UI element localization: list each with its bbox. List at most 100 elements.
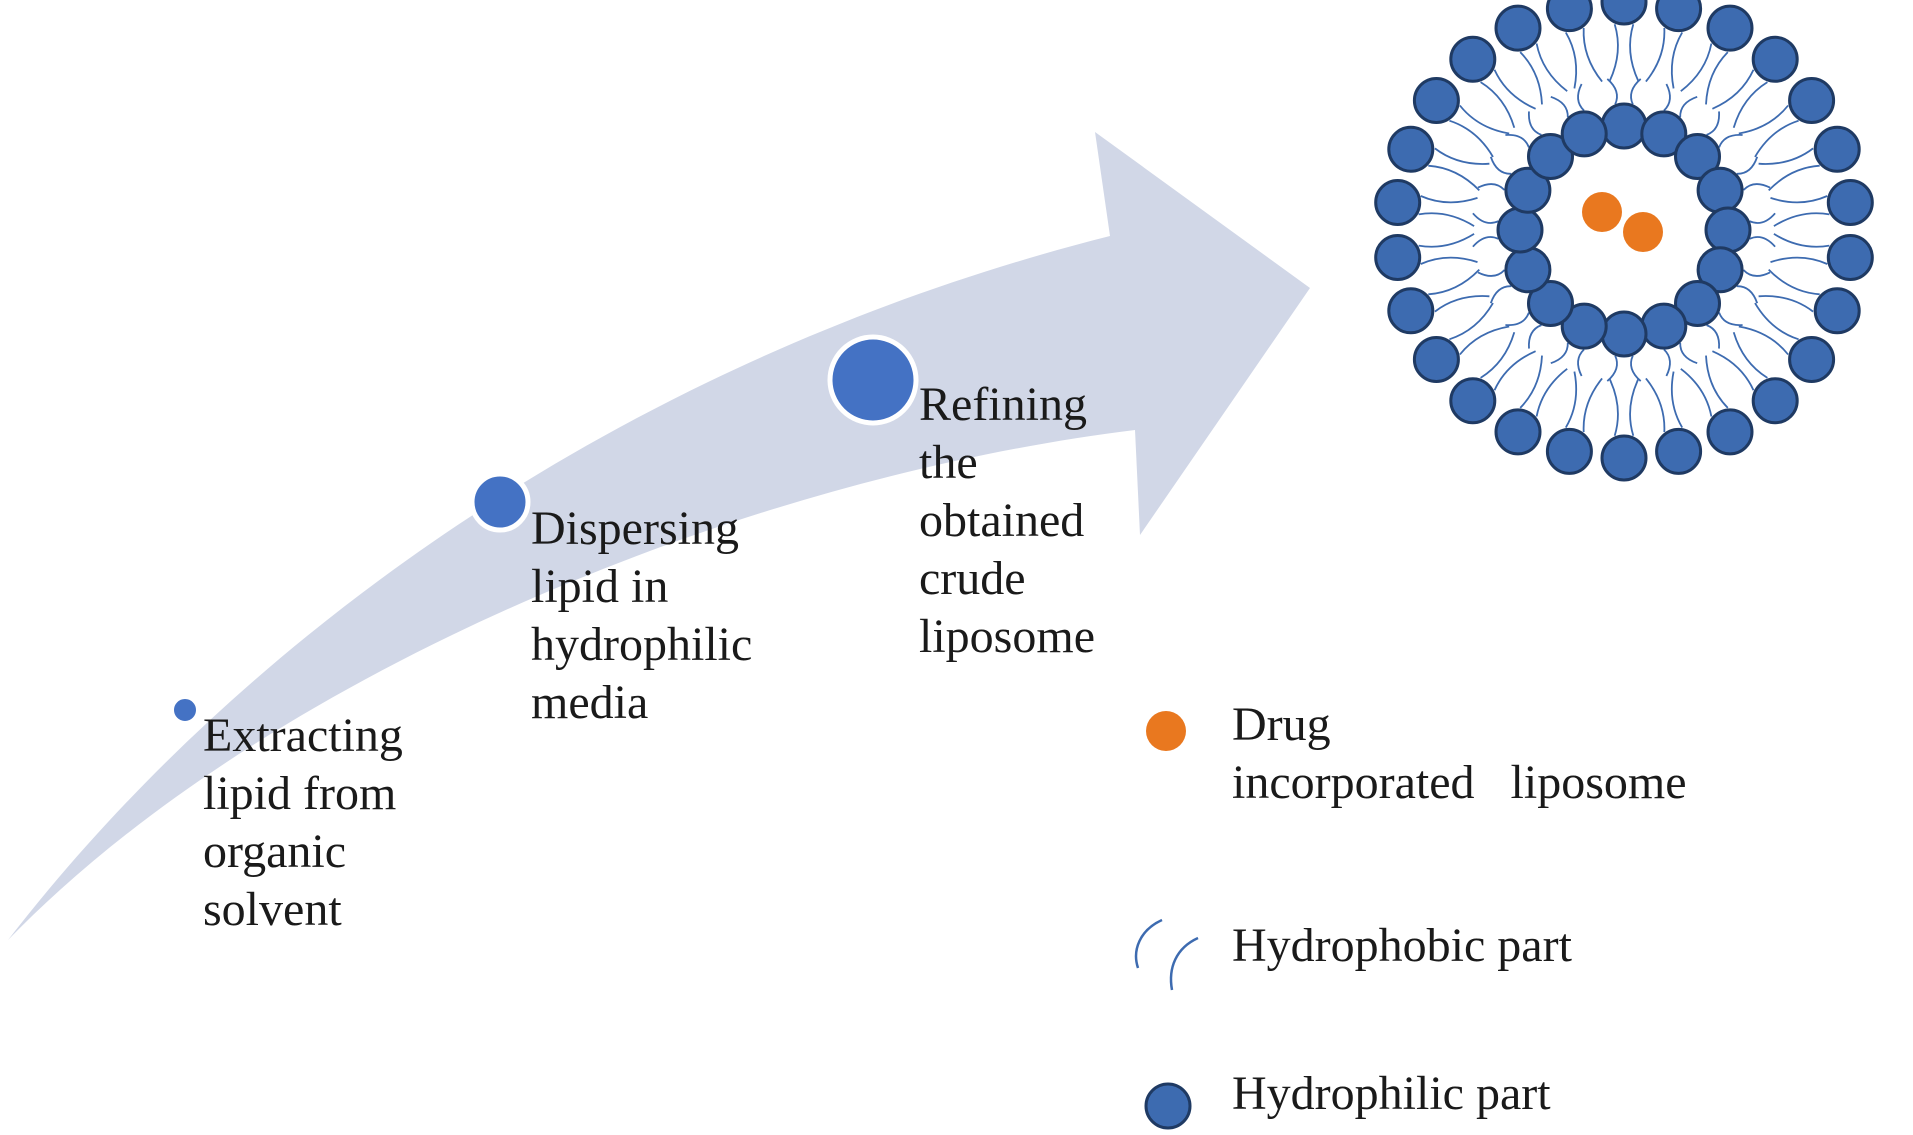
hydrophobic-tail-icon <box>1134 918 1199 991</box>
hydrophilic-head <box>1560 302 1608 350</box>
hydrophobic-tail <box>1535 368 1568 417</box>
hydrophobic-tail <box>1472 236 1499 248</box>
hydrophobic-tail <box>1582 27 1603 83</box>
hydrophilic-head <box>1751 35 1799 83</box>
hydrophobic-tail <box>1705 355 1729 409</box>
hydrophobic-tail <box>1670 31 1683 89</box>
hydrophobic-tail <box>1768 164 1820 192</box>
step-2-dot <box>469 471 531 533</box>
hydrophilic-head <box>1545 0 1593 33</box>
hydrophilic-head <box>1706 4 1754 52</box>
hydrophobic-tail <box>1736 156 1759 175</box>
step-1-label: Extracting lipid from organic solvent <box>203 709 403 936</box>
drug-molecule <box>1623 212 1663 252</box>
hydrophilic-legend-label: Hydrophilic part <box>1232 1067 1551 1120</box>
hydrophobic-tail <box>1582 377 1603 433</box>
hydrophobic-tail <box>1418 233 1475 248</box>
hydrophobic-tail <box>1706 111 1720 136</box>
hydrophobic-tail <box>1680 43 1713 92</box>
hydrophobic-tail <box>1680 368 1713 417</box>
hydrophobic-tail <box>1550 95 1569 118</box>
hydrophobic-tail <box>1489 285 1512 304</box>
hydrophilic-head <box>1696 166 1744 214</box>
hydrophobic-tail <box>1679 95 1698 118</box>
hydrophobic-tail <box>1528 324 1542 349</box>
hydrophobic-tail <box>1630 355 1642 382</box>
hydrophobic-tail <box>1535 43 1568 92</box>
hydrophobic-tail <box>1773 212 1830 227</box>
hydrophobic-tail <box>1718 134 1743 148</box>
hydrophilic-head <box>1655 0 1703 33</box>
hydrophobic-tail <box>1477 183 1506 191</box>
hydrophobic-tail <box>1505 312 1530 326</box>
hydrophobic-tail <box>1630 78 1642 105</box>
hydrophobic-tail <box>1608 23 1619 82</box>
hydrophobic-tail <box>1738 104 1789 135</box>
hydrophobic-tail <box>1434 147 1490 165</box>
hydrophobic-tail <box>1742 269 1771 277</box>
hydrophobic-tails <box>1418 23 1830 437</box>
hydrophilic-head <box>1706 408 1754 456</box>
hydrophobic-tail <box>1663 83 1671 112</box>
hydrophobic-tail <box>1472 212 1499 224</box>
hydrophobic-tail <box>1758 147 1814 165</box>
hydrophobic-tail <box>1718 312 1743 326</box>
hydrophobic-tail <box>1489 156 1512 175</box>
hydrophobic-tail <box>1459 104 1510 135</box>
hydrophilic-head <box>1504 246 1552 294</box>
hydrophobic-tail <box>1749 212 1776 224</box>
hydrophilic-head <box>1545 427 1593 475</box>
hydrophilic-head <box>1449 377 1497 425</box>
drug-molecule <box>1582 192 1622 232</box>
hydrophobic-tail <box>1418 212 1475 227</box>
hydrophilic-head <box>1412 336 1460 383</box>
hydrophobic-tail <box>1705 51 1729 105</box>
hydrophilic-head <box>1527 280 1574 327</box>
hydrophobic-tail <box>1459 325 1510 356</box>
hydrophobic-tail <box>1712 69 1755 110</box>
hydrophilic-head <box>1600 102 1648 150</box>
hydrophilic-head <box>1813 287 1861 335</box>
hydrophobic-tail <box>1629 378 1640 437</box>
hydrophobic-tail <box>1749 236 1776 248</box>
hydrophilic-head <box>1600 0 1648 26</box>
drug-legend-icon <box>1146 711 1186 751</box>
hydrophobic-tail <box>1565 31 1578 89</box>
inner-hydrophilic-heads <box>1496 102 1752 358</box>
hydrophobic-tail <box>1606 78 1618 105</box>
hydrophilic-head <box>1704 206 1752 254</box>
hydrophilic-head-icon <box>1144 1082 1192 1130</box>
hydrophilic-head <box>1387 287 1435 335</box>
step-3-dot <box>827 334 919 426</box>
hydrophilic-head <box>1449 35 1497 83</box>
liposome-illustration <box>1374 0 1874 482</box>
hydrophobic-tail <box>1420 195 1478 204</box>
hydrophilic-head <box>1674 133 1721 180</box>
hydrophobic-tail <box>1428 268 1480 296</box>
hydrophobic-tail <box>1505 134 1530 148</box>
hydrophobic-tail <box>1577 348 1585 377</box>
hydrophilic-head <box>1826 234 1874 281</box>
hydrophilic-head <box>1788 336 1836 383</box>
hydrophilic-head <box>1504 166 1552 214</box>
hydrophobic-tail <box>1645 377 1666 433</box>
hydrophobic-tail <box>1449 302 1494 341</box>
hydrophobic-legend-label: Hydrophobic part <box>1232 919 1572 972</box>
step-1-dot <box>170 695 200 725</box>
hydrophobic-tail <box>1550 342 1569 365</box>
hydrophobic-tail <box>1768 268 1820 296</box>
hydrophobic-tail <box>1420 256 1478 265</box>
hydrophilic-head <box>1600 310 1648 358</box>
hydrophobic-tail <box>1480 81 1516 128</box>
hydrophilic-head <box>1496 206 1544 254</box>
hydrophilic-head <box>1527 133 1574 180</box>
hydrophilic-head <box>1751 377 1799 425</box>
hydrophobic-tail <box>1629 23 1640 82</box>
hydrophobic-tail <box>1679 342 1698 365</box>
hydrophilic-head <box>1387 125 1435 173</box>
hydrophobic-tail <box>1770 195 1828 204</box>
hydrophilic-head <box>1813 125 1861 173</box>
hydrophilic-head <box>1600 434 1648 482</box>
step-2-label: Dispersing lipid in hydrophilic media <box>531 502 753 729</box>
